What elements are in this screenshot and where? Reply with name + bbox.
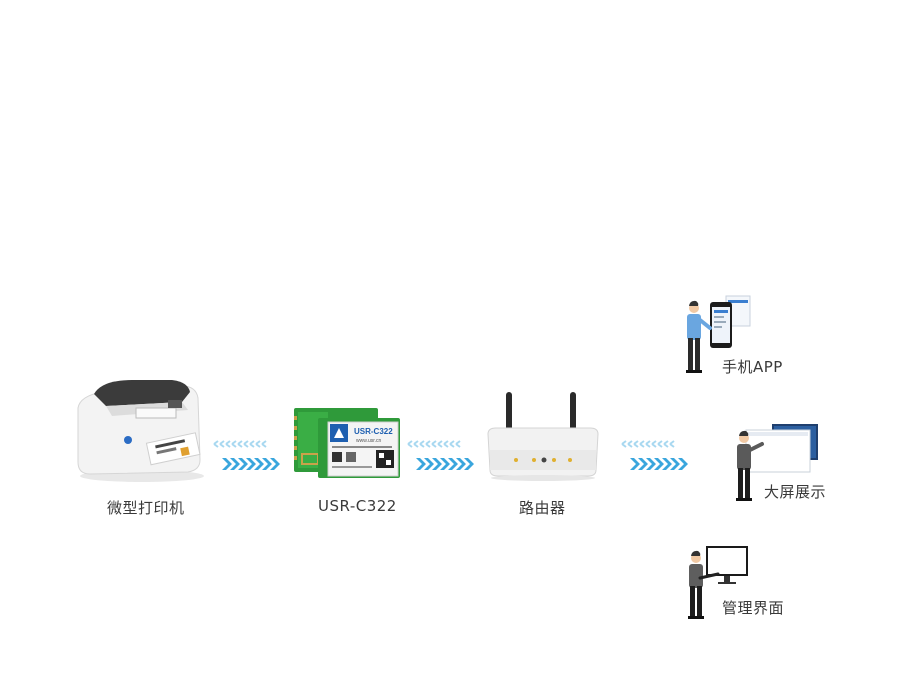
arrows-router-clients [621, 440, 688, 470]
arrow-right-dark [416, 458, 474, 470]
chip-model-text: USR-C322 [354, 427, 393, 436]
router-icon [487, 392, 599, 481]
client-admin [684, 544, 750, 620]
module-label: USR-C322 [318, 497, 397, 515]
arrows-printer-module [213, 440, 280, 470]
client-screen [732, 420, 820, 504]
arrow-right-dark [630, 458, 688, 470]
admin-label: 管理界面 [722, 599, 785, 617]
mobile-label: 手机APP [722, 358, 783, 376]
router-device [484, 388, 602, 482]
arrow-left-light [213, 440, 267, 448]
arrow-left-light [407, 440, 461, 448]
printer-device [72, 378, 217, 483]
mobile-user-icon [686, 295, 751, 373]
arrow-left-light [621, 440, 675, 448]
wifi-module: USR-C322 www.usr.cn [292, 404, 404, 480]
arrow-right-dark [222, 458, 280, 470]
chip-url-text: www.usr.cn [356, 438, 382, 444]
screen-user-icon [736, 424, 818, 501]
printer-icon [77, 380, 204, 482]
wifi-module-icon: USR-C322 www.usr.cn [294, 408, 400, 478]
arrows-module-router [407, 440, 474, 470]
router-label: 路由器 [519, 499, 566, 517]
admin-user-icon [688, 546, 748, 619]
printer-label: 微型打印机 [107, 499, 185, 517]
screen-label: 大屏展示 [764, 483, 827, 501]
client-mobile [682, 294, 754, 376]
